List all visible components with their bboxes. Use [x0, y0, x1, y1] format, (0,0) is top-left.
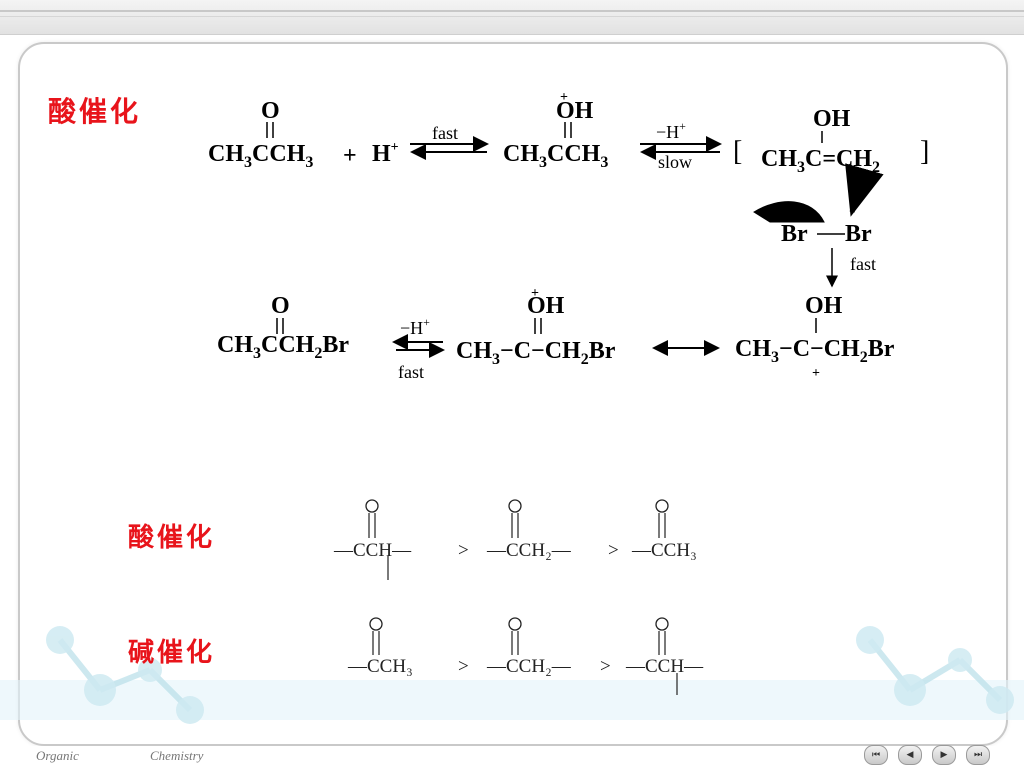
acid-catalysis-label: 酸催化: [128, 523, 216, 553]
acid-gt-2: >: [608, 540, 619, 561]
acid-order-item-3: —CCH₃: [631, 540, 697, 561]
slow-label: slow: [658, 152, 692, 172]
protonated-acetone-formula: CH3CCH3: [503, 141, 608, 171]
bromine-2: Br: [845, 221, 872, 247]
acid-gt-1: >: [458, 540, 469, 561]
top-stripe: [0, 10, 1024, 12]
product-oxygen: O: [271, 293, 290, 319]
fast-label-3: fast: [398, 362, 424, 382]
oh-2: OH: [527, 293, 565, 319]
base-gt-1: >: [458, 656, 469, 677]
base-order-item-2: —CCH₂—: [486, 656, 572, 677]
carbocation-formula: CH3−C−CH2Br: [735, 336, 895, 366]
next-slide-button[interactable]: ▶: [932, 745, 956, 765]
base-order-item-3: —CCH—: [625, 656, 704, 677]
minus-h-label-2: −H+: [400, 315, 430, 338]
base-catalysis-label: 碱催化: [128, 638, 216, 668]
last-slide-button[interactable]: ⏭: [966, 745, 990, 765]
previous-slide-button[interactable]: ◀: [898, 745, 922, 765]
bromoacetone-formula: CH3CCH2Br: [217, 332, 349, 362]
play-back-icon: ◀: [906, 750, 914, 760]
enol-formula: CH3C=CH2: [761, 146, 880, 176]
footer: Organic Chemistry: [0, 746, 1024, 768]
acetone-formula: CH3CCH3: [208, 141, 313, 171]
reactivity-order: —CCH— > —CCH₂— > —CCH₃ —CCH₃ > —CCH₂— > …: [333, 499, 704, 695]
oh-1: OH: [556, 98, 594, 124]
fast-label-1: fast: [432, 123, 458, 143]
top-bar: [0, 0, 1024, 35]
top-stripe-2: [0, 16, 1024, 17]
base-gt-2: >: [600, 656, 611, 677]
bromine-1: Br: [781, 221, 808, 247]
acid-order-item-1: —CCH—: [333, 540, 412, 561]
skip-back-icon: ⏮: [871, 750, 881, 760]
slide-panel: [18, 42, 1008, 746]
plus-sign: +: [343, 143, 357, 169]
footer-organic: Organic: [36, 748, 79, 763]
charge-2: +: [531, 286, 539, 301]
fast-label-2: fast: [850, 254, 876, 274]
reaction-scheme: O CH3CCH3 + H+ fast + OH CH3CCH3 −H+ slo…: [208, 90, 929, 382]
molecule-background-decoration: [0, 626, 1024, 724]
acetone-oxygen: O: [261, 98, 280, 124]
minus-h-label-1: −H+: [656, 119, 686, 142]
right-bracket: ]: [920, 136, 929, 167]
charge-cation: +: [812, 366, 820, 381]
skip-forward-icon: ⏭: [973, 750, 983, 760]
left-bracket: [: [733, 136, 742, 167]
oxonium-formula: CH3−C−CH2Br: [456, 338, 616, 368]
acid-order-item-2: —CCH₂—: [486, 540, 572, 561]
proton: H+: [372, 140, 399, 167]
charge-1: +: [560, 90, 568, 105]
footer-chemistry: Chemistry: [150, 748, 204, 763]
base-order-item-1: —CCH₃: [347, 656, 413, 677]
acid-catalysis-title: 酸催化: [48, 95, 142, 128]
oh-cation: OH: [805, 293, 843, 319]
oh-enol: OH: [813, 106, 851, 132]
play-forward-icon: ▶: [940, 750, 948, 760]
first-slide-button[interactable]: ⏮: [864, 745, 888, 765]
